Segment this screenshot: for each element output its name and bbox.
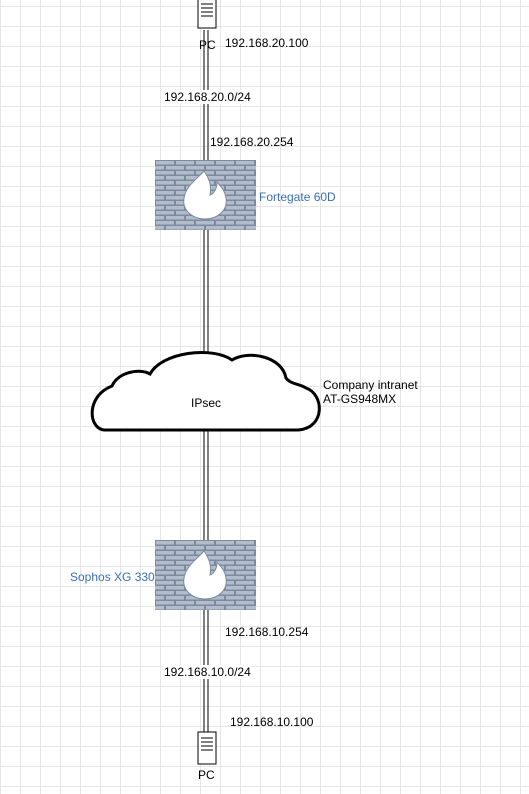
pc-top-icon[interactable] <box>197 0 217 29</box>
intranet-note-line1: Company intranet <box>323 378 418 392</box>
subnet-bottom-label: 192.168.10.0/24 <box>163 665 252 679</box>
fortegate-firewall-icon[interactable] <box>155 160 256 230</box>
fortegate-gateway-ip: 192.168.20.254 <box>210 135 294 149</box>
ipsec-label: IPsec <box>191 396 222 410</box>
pc-bottom-ip: 192.168.10.100 <box>230 715 314 729</box>
link-fortegate-to-cloud <box>203 230 209 355</box>
pc-bottom-icon[interactable] <box>197 731 217 765</box>
pc-bottom-label: PC <box>198 768 215 782</box>
pc-top-ip: 192.168.20.100 <box>225 36 309 50</box>
link-cloud-to-sophos <box>203 430 209 540</box>
intranet-note-line2: AT-GS948MX <box>323 392 397 406</box>
sophos-name: Sophos XG 330 <box>70 570 155 584</box>
sophos-gateway-ip: 192.168.10.254 <box>225 625 309 639</box>
subnet-top-label: 192.168.20.0/24 <box>163 90 252 104</box>
sophos-firewall-icon[interactable] <box>155 540 256 610</box>
fortegate-name: Fortegate 60D <box>259 190 336 204</box>
ipsec-cloud-icon[interactable] <box>90 351 321 432</box>
pc-top-label: PC <box>199 38 216 52</box>
